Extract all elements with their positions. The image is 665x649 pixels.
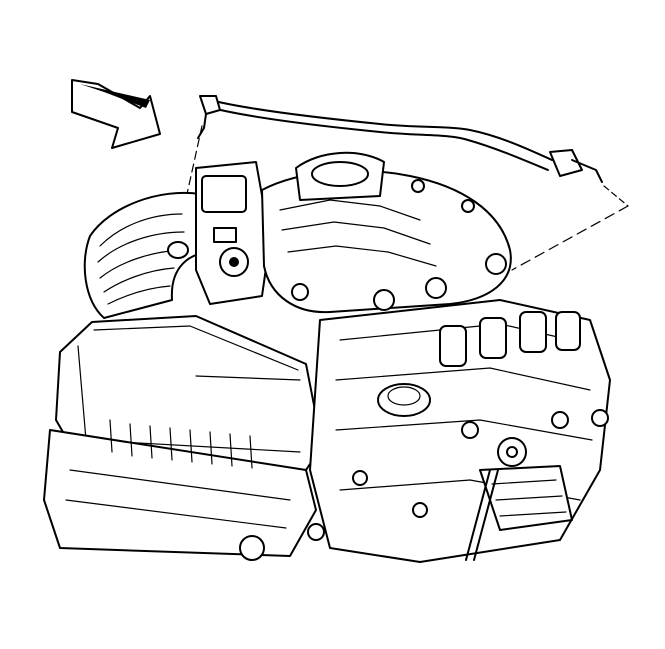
throttle-connector [213, 227, 237, 243]
lid-edge-top [93, 325, 299, 371]
duct-clamp [167, 241, 189, 259]
exhaust-runners [491, 479, 567, 517]
air-cleaner-base [43, 429, 317, 557]
air-cleaner-housing [43, 315, 323, 561]
air-intake-duct [83, 191, 215, 319]
plenum-port-3 [373, 289, 395, 311]
block-bolt-6 [307, 523, 325, 541]
block-edge-2 [335, 419, 593, 441]
base-ridge-2 [65, 499, 287, 529]
throttle-actuator-cover [201, 175, 247, 213]
block-bolt-2 [551, 411, 569, 429]
leader-right-lower [511, 205, 629, 271]
callout-leaders [175, 125, 629, 271]
lid-crease [195, 375, 301, 381]
housing-clips [109, 419, 253, 469]
duct-rib-1 [99, 213, 183, 247]
dipstick-tube [465, 469, 491, 561]
plenum-bolt-2 [411, 179, 425, 193]
ignition-coil-1 [439, 325, 467, 367]
hose-left-stub [197, 113, 207, 139]
plenum-rib-1 [279, 199, 421, 221]
vent-hose [197, 95, 603, 183]
oil-filler-cap [377, 383, 431, 417]
hose-right-stub [571, 159, 603, 183]
direction-arrow-icon [71, 79, 161, 149]
oil-filler-cap-top [387, 386, 421, 406]
leader-left [175, 125, 203, 245]
intake-plenum [261, 151, 512, 314]
block-bolt-3 [591, 409, 609, 427]
block-edge-1 [335, 367, 591, 391]
ignition-coil-4 [555, 311, 581, 351]
ignition-coil-3 [519, 311, 547, 353]
vent-hose-top [209, 99, 553, 161]
block-bolt-5 [412, 502, 428, 518]
plenum-bolt-3 [461, 199, 475, 213]
plenum-inlet-opening [311, 161, 369, 187]
vent-hose-bottom [211, 107, 549, 171]
duct-rib-2 [97, 231, 185, 263]
plenum-port-2 [425, 277, 447, 299]
hose-end-fitting-left [199, 95, 221, 115]
ignition-coil-2 [479, 317, 507, 359]
engine-block [307, 299, 611, 563]
hose-end-fitting-right [549, 149, 583, 177]
duct-rib-4 [103, 267, 175, 293]
block-bolt-4 [352, 470, 368, 486]
leader-right-upper [603, 185, 629, 207]
housing-grommet [239, 535, 265, 561]
throttle-shaft [229, 257, 239, 267]
dipstick-tube-edge [473, 469, 499, 561]
block-bolt-1 [461, 421, 479, 439]
plenum-port-1 [485, 253, 507, 275]
throttle-body [195, 161, 271, 305]
plenum-bolt-1 [291, 283, 309, 301]
intake-duct-body [83, 191, 215, 319]
duct-rib-5 [107, 285, 171, 305]
direction-arrow-shade [80, 84, 150, 108]
base-ridge-1 [69, 469, 291, 501]
direction-arrow-body [71, 79, 161, 149]
plenum-rib-3 [287, 245, 437, 267]
plenum-rib-2 [281, 221, 431, 245]
pulley-1-hub [506, 446, 518, 458]
